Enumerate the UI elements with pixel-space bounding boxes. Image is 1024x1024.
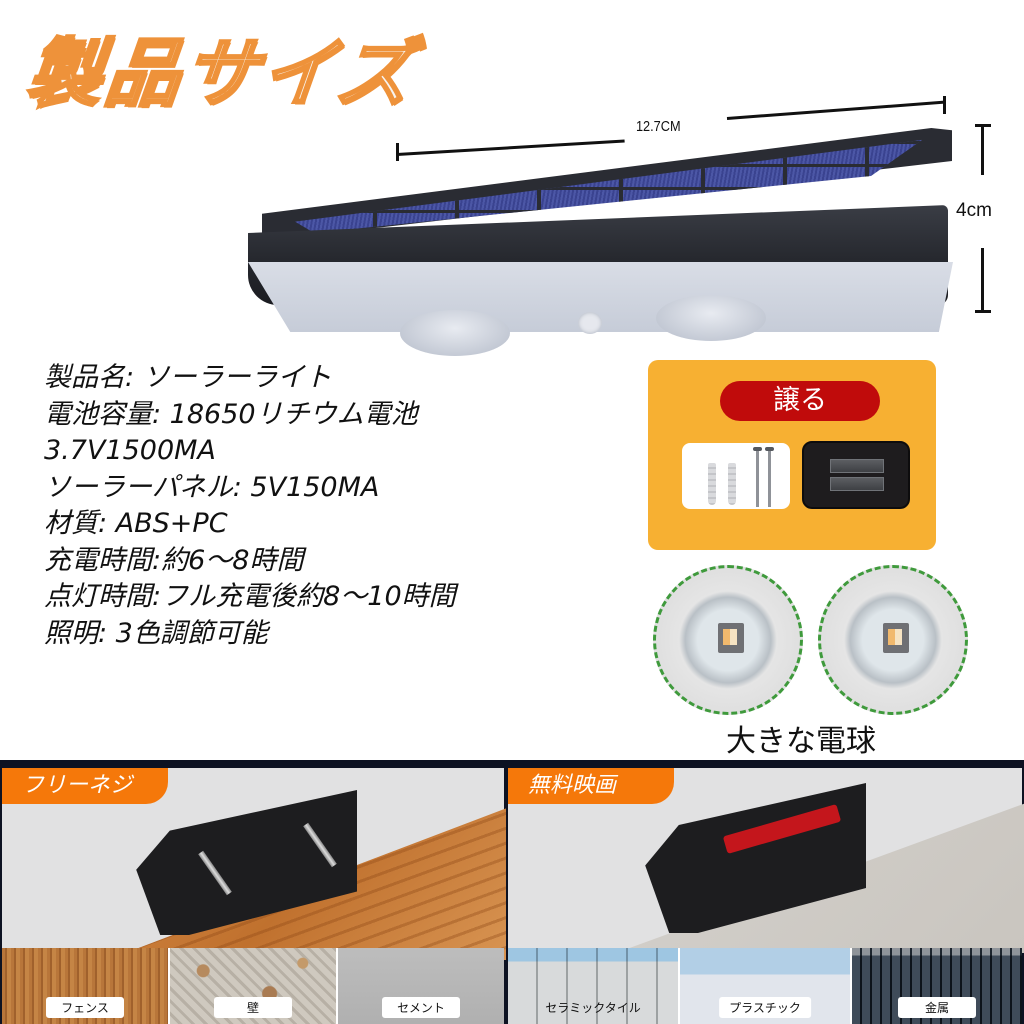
surface-label: 金属	[898, 997, 976, 1018]
width-label: 12.7CM	[635, 118, 681, 135]
surface-label: プラスチック	[719, 997, 811, 1018]
height-line-bottom	[981, 248, 984, 312]
spec-product-name: 製品名: ソーラーライト	[44, 362, 332, 393]
lamp-bulb-left	[400, 310, 510, 356]
height-line-top	[981, 125, 984, 175]
bulb-closeup-right	[818, 565, 968, 715]
bulb-caption: 大きな電球	[726, 724, 876, 759]
lamp-bulb-right	[656, 295, 766, 341]
spec-charge-time: 充電時間:約6～8時間	[44, 544, 304, 576]
bulb-closeup-left	[653, 565, 803, 715]
surface-label: セメント	[382, 997, 460, 1018]
spec-solar-panel: ソーラーパネル: 5V150MA	[44, 471, 380, 503]
accessories-badge: 譲る	[720, 381, 880, 421]
spec-list: 製品名: ソーラーライト 電池容量: 18650リチウム電池 3.7V1500M…	[44, 360, 456, 652]
spec-lighting: 照明: 3色調節可能	[44, 617, 268, 649]
width-cap-right	[943, 96, 946, 114]
spec-material: 材質: ABS+PC	[44, 508, 228, 539]
surface-cement: セメント	[338, 948, 504, 1024]
width-line-right	[726, 100, 945, 120]
screws-anchors-image	[682, 443, 790, 509]
surface-wall: 壁	[170, 948, 336, 1024]
width-cap-left	[396, 143, 399, 161]
height-label: 4cm	[956, 200, 992, 221]
surface-label: 壁	[214, 997, 292, 1018]
led-chip-icon	[718, 623, 744, 653]
install-panel-screws: フリーネジ フェンス 壁 セメント	[0, 760, 506, 1024]
led-chip-icon	[883, 623, 909, 653]
wall-anchor-icon	[728, 463, 736, 505]
surface-fence: フェンス	[2, 948, 168, 1024]
surface-swatches: フェンス 壁 セメント	[2, 948, 504, 1024]
panel-tag: フリーネジ	[2, 768, 168, 804]
screw-icon	[765, 447, 774, 507]
adhesive-pads-image	[802, 441, 910, 509]
accessories-card: 譲る	[648, 360, 936, 550]
screw-icon	[753, 447, 762, 507]
width-line-left	[396, 139, 625, 156]
surface-swatches: セラミックタイル プラスチック 金属	[508, 948, 1022, 1024]
spec-battery: 電池容量: 18650リチウム電池	[44, 398, 418, 430]
surface-label: フェンス	[46, 997, 124, 1018]
panel-tag: 無料映画	[508, 768, 674, 804]
adhesive-pad-icon	[830, 477, 884, 491]
spec-battery-rating: 3.7V1500MA	[44, 435, 216, 466]
height-cap-bottom	[975, 310, 991, 313]
install-panel-adhesive: 無料映画 セラミックタイル プラスチック 金属	[506, 760, 1024, 1024]
motion-sensor	[578, 312, 602, 334]
surface-plastic: プラスチック	[680, 948, 850, 1024]
page-title: 製品サイズ	[21, 30, 421, 119]
adhesive-pad-icon	[830, 459, 884, 473]
surface-ceramic-tile: セラミックタイル	[508, 948, 678, 1024]
spec-light-time: 点灯時間:フル充電後約8～10時間	[44, 581, 456, 612]
surface-metal: 金属	[852, 948, 1022, 1024]
surface-label: セラミックタイル	[545, 1001, 641, 1015]
wall-anchor-icon	[708, 463, 716, 505]
